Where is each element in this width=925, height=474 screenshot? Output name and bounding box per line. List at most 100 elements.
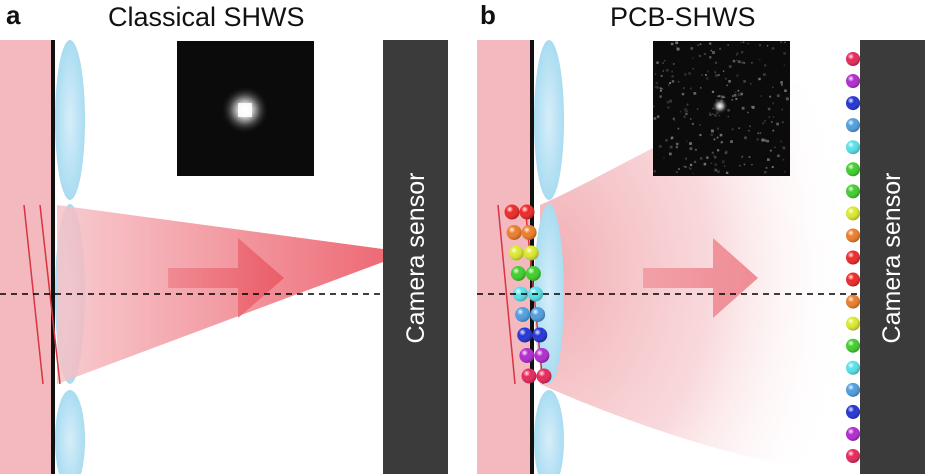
noise-pixel — [769, 95, 772, 98]
panel-a-lenslet-bottom — [55, 390, 85, 474]
noise-pixel — [693, 92, 697, 95]
noise-pixel — [659, 95, 662, 98]
noise-pixel — [781, 121, 784, 124]
noise-pixel — [741, 51, 744, 54]
noise-pixel — [749, 125, 751, 128]
noise-pixel — [780, 41, 783, 43]
sensor-photon-shading — [846, 228, 860, 243]
panel-a-camera-sensor — [383, 40, 448, 474]
noise-pixel — [744, 136, 747, 140]
noise-pixel — [718, 74, 720, 76]
noise-pixel — [720, 141, 723, 144]
panel-b-propagation-arrow — [643, 238, 758, 318]
noise-pixel — [681, 92, 685, 96]
noise-pixel — [673, 120, 676, 122]
noise-pixel — [655, 81, 658, 85]
noise-pixel — [741, 156, 743, 158]
noise-pixel — [683, 115, 686, 118]
noise-pixel — [684, 108, 687, 112]
wavefront-photon-shading — [504, 204, 520, 220]
noise-pixel — [783, 64, 785, 66]
noise-pixel — [765, 166, 768, 169]
noise-pixel — [771, 47, 775, 50]
noise-pixel — [675, 41, 679, 45]
noise-pixel — [758, 59, 761, 61]
wavefront-photon-shading — [519, 204, 535, 220]
noise-pixel — [737, 93, 741, 96]
noise-pixel — [756, 138, 759, 141]
noise-pixel — [703, 162, 707, 166]
panel-b-wavefront-1 — [497, 204, 516, 385]
noise-pixel — [783, 52, 786, 55]
noise-pixel — [685, 112, 688, 116]
noise-pixel — [678, 168, 680, 170]
noise-pixel — [782, 158, 785, 161]
noise-pixel — [726, 171, 729, 174]
noise-pixel — [689, 142, 692, 145]
noise-pixel — [689, 167, 692, 170]
noise-pixel — [717, 95, 719, 97]
noise-pixel — [741, 61, 744, 64]
sensor-photon-shading — [846, 360, 860, 375]
sensor-photon-shading — [846, 404, 860, 419]
noise-pixel — [732, 59, 736, 63]
noise-pixel — [714, 71, 717, 73]
noise-pixel — [663, 157, 665, 159]
noise-pixel — [731, 128, 734, 131]
wavefront-photon-shading — [513, 286, 528, 302]
noise-pixel — [683, 165, 686, 168]
panel-b-sensor-label: Camera sensor — [878, 173, 906, 344]
noise-pixel — [690, 118, 692, 120]
noise-pixel — [714, 114, 717, 117]
noise-pixel — [730, 140, 733, 143]
wavefront-photon-shading — [508, 245, 524, 261]
panel-b-sensor-photons — [846, 52, 860, 463]
noise-pixel — [672, 117, 675, 120]
noise-pixel — [743, 61, 746, 65]
noise-pixel — [716, 136, 719, 139]
panel-a: a Classical SHWS Camera sensor — [0, 0, 448, 474]
noise-pixel — [687, 103, 689, 105]
noise-pixel — [736, 54, 738, 56]
noise-pixel — [711, 151, 714, 154]
wavefront-photon-shading — [530, 307, 546, 322]
wavefront-photon-shading — [523, 245, 539, 261]
noise-pixel — [713, 138, 716, 141]
noise-pixel — [671, 136, 674, 139]
noise-pixel — [724, 77, 727, 80]
panel-b-shot-noise — [653, 41, 789, 174]
sensor-photon-shading — [846, 118, 860, 133]
noise-pixel — [718, 95, 721, 98]
noise-pixel — [685, 157, 687, 160]
noise-pixel — [653, 105, 655, 108]
noise-pixel — [748, 130, 750, 132]
wavefront-photon-shading — [515, 307, 531, 322]
noise-pixel — [710, 49, 712, 52]
noise-pixel — [762, 122, 765, 125]
noise-pixel — [714, 156, 717, 159]
noise-pixel — [653, 117, 657, 120]
wavefront-photon-shading — [517, 327, 533, 343]
panel-b-letter: b — [480, 0, 496, 30]
noise-pixel — [784, 41, 786, 44]
noise-pixel — [688, 72, 691, 75]
sensor-photon-shading — [846, 294, 860, 309]
noise-pixel — [736, 59, 738, 61]
noise-pixel — [665, 139, 668, 142]
noise-pixel — [686, 104, 688, 106]
noise-pixel — [768, 116, 771, 118]
noise-pixel — [675, 146, 678, 149]
noise-pixel — [781, 108, 783, 111]
noise-pixel — [659, 87, 662, 90]
noise-pixel — [690, 87, 692, 90]
noise-pixel — [766, 45, 769, 47]
wavefront-photon-shading — [536, 368, 552, 384]
noise-pixel — [785, 97, 789, 101]
noise-pixel — [761, 138, 765, 142]
noise-pixel — [771, 166, 774, 168]
noise-pixel — [658, 144, 662, 148]
noise-pixel — [678, 81, 680, 83]
sensor-photon-shading — [846, 140, 860, 155]
noise-pixel — [727, 44, 730, 46]
